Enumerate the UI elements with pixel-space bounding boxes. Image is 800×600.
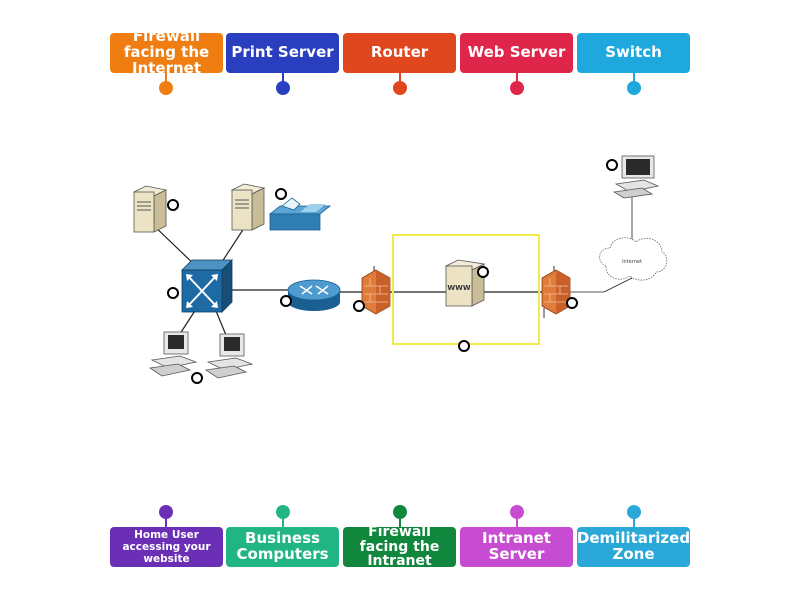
label-connector <box>282 73 284 87</box>
hotspot-dmz[interactable] <box>458 340 470 352</box>
label-connector <box>633 513 635 527</box>
switch-icon <box>181 259 233 313</box>
label-firewall-intranet[interactable]: Firewall facing the Intranet <box>343 525 456 569</box>
hotspot-firewall-left[interactable] <box>353 300 365 312</box>
desktop-computer-icon <box>204 333 254 379</box>
label-connector <box>516 513 518 527</box>
label-print-server[interactable]: Print Server <box>226 33 339 73</box>
home-computer-icon <box>612 155 660 199</box>
label-connector <box>516 73 518 87</box>
label-intranet-server[interactable]: Intranet Server <box>460 527 573 567</box>
label-anchor-dot[interactable] <box>627 505 641 519</box>
label-switch[interactable]: Switch <box>577 33 690 73</box>
label-anchor-dot[interactable] <box>627 81 641 95</box>
internet-cloud-icon: Internet <box>599 237 668 281</box>
hotspot-business-computers[interactable] <box>191 372 203 384</box>
label-business-computers[interactable]: Business Computers <box>226 527 339 567</box>
server-tower-icon <box>132 185 168 233</box>
hotspot-server-left[interactable] <box>167 199 179 211</box>
hotspot-router[interactable] <box>280 295 292 307</box>
label-anchor-dot[interactable] <box>510 81 524 95</box>
label-web-server[interactable]: Web Server <box>460 33 573 73</box>
hotspot-web-server[interactable] <box>477 266 489 278</box>
label-dmz[interactable]: Demilitarized Zone <box>577 527 690 567</box>
label-anchor-dot[interactable] <box>276 505 290 519</box>
www-label: WWW <box>447 284 470 292</box>
hotspot-switch[interactable] <box>167 287 179 299</box>
desktop-computer-icon <box>148 331 198 377</box>
label-connector <box>282 513 284 527</box>
label-home-user[interactable]: Home User accessing your website <box>110 527 223 567</box>
label-connector <box>399 73 401 87</box>
label-anchor-dot[interactable] <box>159 505 173 519</box>
firewall-icon <box>361 266 391 315</box>
hotspot-firewall-right[interactable] <box>566 297 578 309</box>
label-anchor-dot[interactable] <box>159 81 173 95</box>
label-anchor-dot[interactable] <box>276 81 290 95</box>
cloud-label: Internet <box>622 259 642 265</box>
label-connector <box>399 513 401 527</box>
router-icon <box>287 279 341 311</box>
label-connector <box>633 73 635 87</box>
label-anchor-dot[interactable] <box>510 505 524 519</box>
label-anchor-dot[interactable] <box>393 505 407 519</box>
label-firewall-internet[interactable]: Firewall facing the Internet <box>110 29 223 76</box>
printer-icon <box>268 197 332 231</box>
server-tower-icon <box>230 183 266 231</box>
label-router[interactable]: Router <box>343 33 456 73</box>
firewall-icon <box>541 266 571 318</box>
label-connector <box>165 513 167 527</box>
hotspot-server-middle[interactable] <box>275 188 287 200</box>
label-connector <box>165 73 167 87</box>
label-anchor-dot[interactable] <box>393 81 407 95</box>
hotspot-home-user[interactable] <box>606 159 618 171</box>
